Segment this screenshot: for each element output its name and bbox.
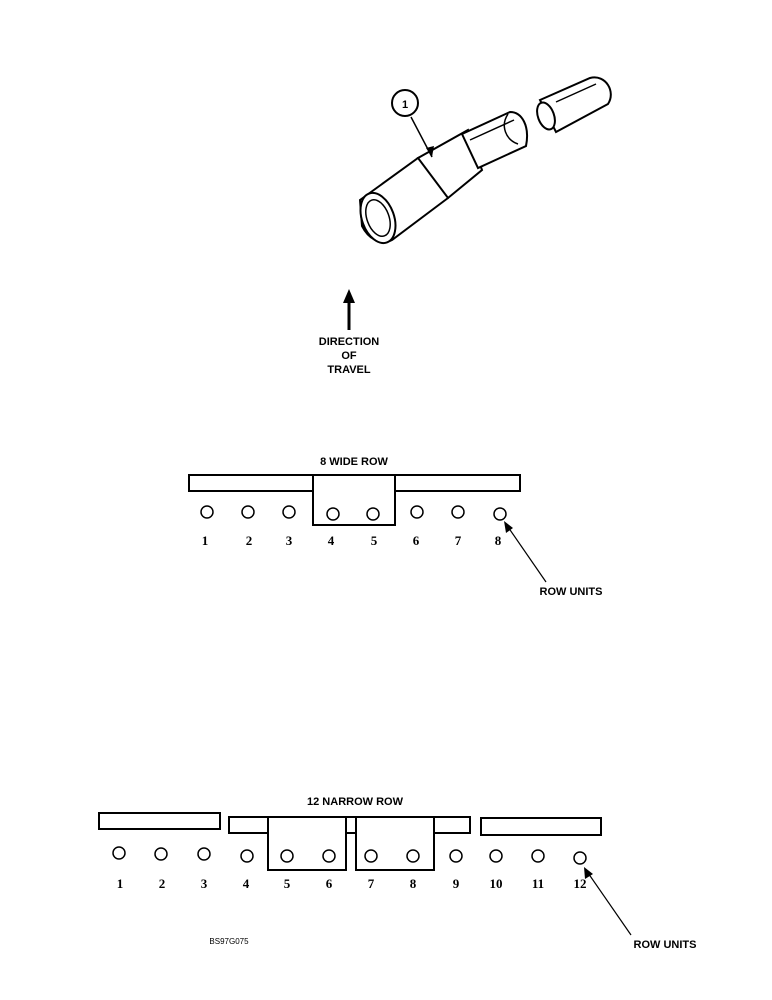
wide-row-number: 2 bbox=[246, 533, 253, 548]
tool-opening-inner bbox=[365, 199, 391, 237]
wide-row-unit bbox=[282, 505, 296, 519]
tool-tube bbox=[460, 110, 528, 170]
narrow-row-title: 12 NARROW ROW bbox=[307, 796, 404, 808]
narrow-row-number: 3 bbox=[201, 876, 208, 891]
wide-row-unit bbox=[410, 505, 424, 519]
narrow-row-unit bbox=[489, 849, 503, 863]
narrow-row-unit bbox=[154, 847, 168, 861]
wide-row-unit bbox=[200, 505, 214, 519]
narrow-row-unit bbox=[112, 846, 126, 860]
wide-row-units-label: ROW UNITS bbox=[540, 586, 603, 598]
wide-row-number: 1 bbox=[202, 533, 209, 548]
narrow-left-toolbar bbox=[98, 812, 221, 830]
narrow-row-number: 5 bbox=[284, 876, 291, 891]
narrow-row-number: 12 bbox=[574, 876, 587, 891]
wide-row-units-arrowhead bbox=[504, 521, 513, 533]
narrow-row-unit bbox=[573, 851, 587, 865]
direction-label-line3: TRAVEL bbox=[327, 364, 370, 376]
narrow-row-units-label: ROW UNITS bbox=[634, 939, 697, 951]
narrow-row-number: 9 bbox=[453, 876, 460, 891]
narrow-row-number: 4 bbox=[243, 876, 250, 891]
wide-row-number: 8 bbox=[495, 533, 502, 548]
figure-code: BS97G075 bbox=[209, 937, 249, 946]
callout-number: 1 bbox=[402, 99, 408, 111]
wide-row-units-leader bbox=[505, 523, 547, 583]
wide-row-unit bbox=[326, 507, 340, 521]
wide-row-unit bbox=[493, 507, 507, 521]
narrow-row-unit bbox=[322, 849, 336, 863]
wide-row-number: 7 bbox=[455, 533, 462, 548]
narrow-row-unit bbox=[364, 849, 378, 863]
narrow-row-unit bbox=[531, 849, 545, 863]
tool-tube-break bbox=[503, 113, 519, 145]
wide-row-number: 3 bbox=[286, 533, 293, 548]
tool-illustration: 1 bbox=[358, 76, 612, 245]
pipe-piece-end bbox=[536, 101, 556, 131]
narrow-row-number: 1 bbox=[117, 876, 124, 891]
pipe-piece-highlight bbox=[555, 83, 597, 103]
narrow-row-number: 10 bbox=[490, 876, 503, 891]
narrow-row-number: 2 bbox=[159, 876, 166, 891]
wide-center-section bbox=[312, 474, 396, 526]
narrow-center-section-left bbox=[267, 816, 347, 871]
tool-taper bbox=[416, 128, 484, 200]
narrow-center-section-right bbox=[355, 816, 435, 871]
tool-tube-highlight bbox=[469, 119, 515, 141]
narrow-row-unit bbox=[449, 849, 463, 863]
callout-arrowhead bbox=[426, 146, 434, 157]
wide-row-unit bbox=[451, 505, 465, 519]
wide-row-diagram: 8 WIDE ROW 1 2 3 4 5 6 7 8 ROW UNITS bbox=[188, 456, 603, 598]
wide-row-unit bbox=[366, 507, 380, 521]
direction-label-line1: DIRECTION bbox=[319, 336, 380, 348]
wide-row-unit bbox=[241, 505, 255, 519]
direction-label-line2: OF bbox=[341, 350, 357, 362]
wide-row-number: 5 bbox=[371, 533, 378, 548]
wide-row-number: 4 bbox=[328, 533, 335, 548]
narrow-row-unit bbox=[280, 849, 294, 863]
narrow-row-number: 7 bbox=[368, 876, 375, 891]
narrow-row-unit bbox=[197, 847, 211, 861]
narrow-row-diagram: 12 NARROW ROW 1 2 3 4 5 6 7 8 9 10 11 12… bbox=[98, 796, 697, 951]
narrow-row-number: 8 bbox=[410, 876, 417, 891]
direction-arrow bbox=[343, 289, 355, 330]
callout-circle bbox=[391, 89, 419, 117]
narrow-row-unit bbox=[406, 849, 420, 863]
narrow-row-units-leader bbox=[585, 869, 632, 936]
narrow-row-number: 6 bbox=[326, 876, 333, 891]
narrow-right-toolbar bbox=[480, 817, 602, 836]
tool-opening bbox=[359, 191, 397, 245]
narrow-row-unit bbox=[240, 849, 254, 863]
narrow-row-units-arrowhead bbox=[584, 867, 593, 879]
wide-row-title: 8 WIDE ROW bbox=[320, 456, 388, 468]
pipe-piece bbox=[538, 76, 612, 134]
narrow-row-number: 11 bbox=[532, 876, 544, 891]
wide-row-number: 6 bbox=[413, 533, 420, 548]
